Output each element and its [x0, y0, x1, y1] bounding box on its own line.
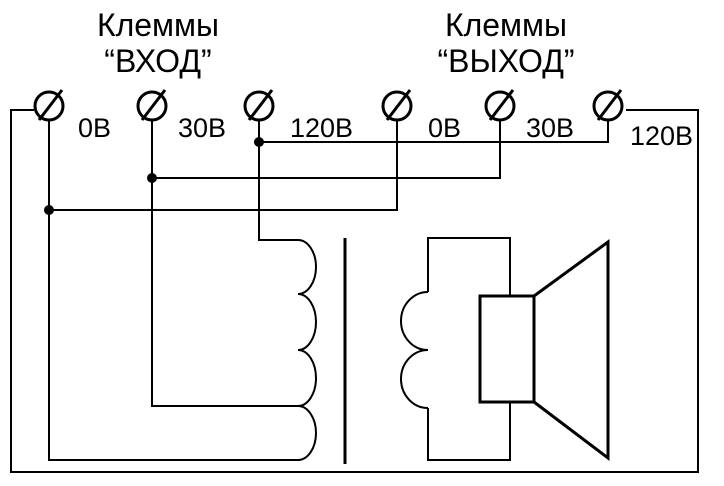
- enclosure-outline: [10, 109, 699, 473]
- terminal-label-out-0v: 0В: [428, 113, 461, 143]
- output-heading-line1: Клеммы: [445, 7, 567, 43]
- secondary-wire-top: [427, 237, 511, 296]
- terminal-label-out-120v: 120В: [630, 121, 693, 151]
- input-heading-line2: “ВХОД”: [104, 43, 211, 79]
- terminal-in-0v-screw-icon[interactable]: [33, 89, 65, 122]
- junction-dot-0v: [44, 205, 54, 215]
- output-heading-line2: “ВЫХОД”: [437, 43, 574, 79]
- terminal-label-in-0v: 0В: [78, 113, 111, 143]
- terminal-in-120v-screw-icon[interactable]: [243, 89, 275, 122]
- speaker-magnet: [478, 294, 536, 404]
- speaker-cone: [533, 239, 610, 462]
- junction-dot-120v: [254, 137, 264, 147]
- wire-out-30v-bus: [152, 112, 501, 179]
- terminal-out-0v-screw-icon[interactable]: [381, 89, 413, 122]
- terminal-out-120v-screw-icon[interactable]: [592, 89, 624, 122]
- secondary-wire-bottom: [427, 402, 511, 461]
- wire-in-30v: [151, 112, 298, 407]
- terminal-in-30v-screw-icon[interactable]: [136, 89, 168, 122]
- wire-in-0v: [48, 112, 300, 461]
- wire-out-120v-bus: [259, 112, 609, 143]
- wire-out-0v-bus: [49, 112, 398, 211]
- junction-dot-30v: [147, 173, 157, 183]
- secondary-coil: [400, 291, 429, 409]
- terminal-label-in-120v: 120В: [290, 113, 353, 143]
- terminal-label-out-30v: 30В: [526, 113, 574, 143]
- input-heading-line1: Клеммы: [97, 7, 219, 43]
- terminal-label-in-30v: 30В: [178, 113, 226, 143]
- primary-coil: [297, 239, 317, 461]
- terminal-out-30v-screw-icon[interactable]: [484, 89, 516, 122]
- wire-in-120v: [258, 112, 298, 241]
